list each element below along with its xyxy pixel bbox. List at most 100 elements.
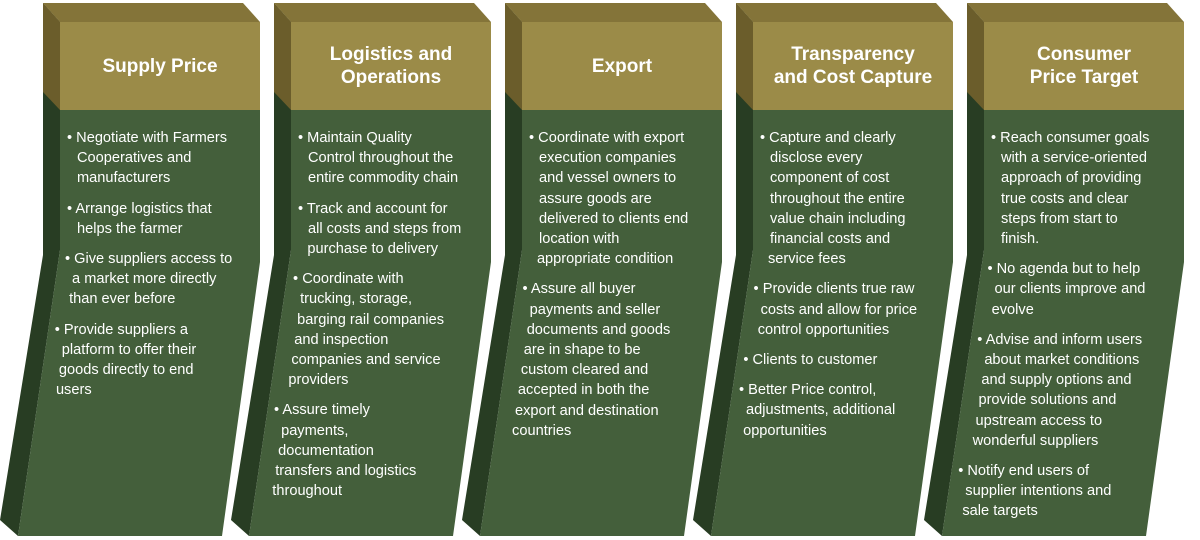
- bullet-text-line: adjustments, additional: [746, 402, 896, 419]
- bullet-text-line: entire commodity chain: [308, 170, 459, 187]
- bullet-text-line: platform to offer their: [61, 341, 197, 358]
- bullet-text-line: execution companies: [539, 150, 677, 167]
- column-side-header: [43, 3, 60, 110]
- bullet-text-line: a market more directly: [72, 271, 217, 288]
- column-side-face: [0, 3, 60, 536]
- column-title-line: Logistics and: [329, 44, 453, 65]
- bullet-text-line: about market conditions: [984, 352, 1140, 369]
- bullet-text-line: throughout the entire: [770, 190, 905, 207]
- bullet-text-line: • Assure all buyer: [522, 281, 636, 298]
- bullet-text-line: • Provide suppliers a: [54, 321, 188, 338]
- column-title-line: Export: [591, 55, 653, 77]
- column-title: Export: [522, 22, 722, 110]
- bullet-text-line: and supply options and: [981, 372, 1132, 389]
- bullet-item: • Clients to customer: [736, 350, 976, 370]
- bullet-text-line: Cooperatives and: [77, 150, 192, 167]
- bullet-text-line: value chain including: [770, 210, 906, 227]
- bullet-text-line: companies and service: [291, 352, 441, 369]
- bullet-text-line: costs and allow for price: [760, 301, 918, 318]
- bullet-text-line: • Capture and clearly: [760, 130, 896, 146]
- column-top-face: [967, 3, 1184, 22]
- bullet-text-line: Control throughout the: [308, 150, 454, 167]
- bullet-text-line: • Negotiate with Farmers: [67, 130, 228, 146]
- column-side-face: [462, 3, 522, 536]
- bullet-text-line: documents and goods: [526, 321, 671, 338]
- column-title-line: Price Target: [1029, 67, 1139, 88]
- bullet-text-line: steps from start to: [1001, 210, 1118, 227]
- bullet-text-line: payments and seller: [529, 301, 661, 318]
- column-title-line: Transparency: [791, 44, 915, 65]
- bullet-text-line: disclose every: [770, 150, 863, 167]
- bullet-text-line: assure goods are: [539, 190, 652, 207]
- bullet-item: • Provide clients true raw costs and allo…: [736, 279, 976, 340]
- bullet-text-line: goods directly to end: [58, 362, 194, 379]
- bullet-text-line: component of cost: [770, 170, 890, 187]
- bullet-text-line: and inspection: [294, 331, 389, 348]
- bullet-text-line: delivered to clients end: [539, 210, 689, 227]
- column-side-face: [924, 3, 984, 536]
- bullet-text-line: all costs and steps from: [308, 220, 462, 237]
- bullet-text-line: • Provide clients true raw: [753, 281, 915, 298]
- bullet-text-line: custom cleared and: [520, 362, 649, 379]
- bullet-text-line: payments,: [281, 422, 349, 439]
- bullet-item: • Reach consumer goals with a service-ori…: [967, 128, 1200, 249]
- bullet-item: • Provide suppliers a platform to offer t…: [43, 320, 283, 401]
- bullet-text-line: opportunities: [743, 422, 827, 439]
- bullet-text-line: manufacturers: [77, 170, 171, 187]
- column-title: Supply Price: [60, 22, 260, 110]
- column-title-line: Operations: [340, 67, 442, 88]
- bullet-text-line: upstream access to: [975, 412, 1103, 429]
- bullet-text-line: with a service-oriented: [1001, 150, 1148, 167]
- bullet-text-line: • Reach consumer goals: [991, 130, 1150, 146]
- bullet-text-line: • Coordinate with: [293, 271, 404, 288]
- bullet-text-line: • Clients to customer: [743, 352, 878, 369]
- bullet-text-line: transfers and logistics: [275, 463, 417, 480]
- column-side-face: [231, 3, 291, 536]
- bullet-item: • Capture and clearly disclose every compo…: [736, 128, 976, 269]
- bullet-text-line: sale targets: [962, 503, 1038, 520]
- column-side-header: [967, 3, 984, 110]
- bullet-text-line: location with: [539, 231, 620, 248]
- bullet-text-line: • Assure timely: [274, 402, 370, 419]
- bullet-text-line: purchase to delivery: [307, 241, 439, 258]
- bullet-text-line: barging rail companies: [297, 311, 445, 328]
- bullet-text-line: • No agenda but to help: [987, 261, 1141, 278]
- bullet-list: • Capture and clearly disclose every compo…: [736, 128, 976, 451]
- bullet-item: • Assure all buyer payments and seller doc…: [505, 279, 745, 441]
- bullet-text-line: trucking, storage,: [300, 291, 413, 308]
- column-export: Export • Coordinate with export execution …: [462, 0, 765, 540]
- column-title-line: and Cost Capture: [773, 67, 933, 88]
- column-shape: [231, 3, 491, 536]
- column-side-face: [693, 3, 753, 536]
- bullet-item: • No agenda but to help our clients impro…: [967, 259, 1200, 320]
- column-title-line: Consumer: [1037, 44, 1131, 65]
- bullet-text-line: our clients improve and: [994, 281, 1146, 298]
- column-side-header: [274, 3, 291, 110]
- column-header-band: [984, 22, 1184, 110]
- bullet-text-line: helps the farmer: [77, 220, 183, 237]
- bullet-text-line: • Coordinate with export: [529, 130, 685, 146]
- bullet-text-line: • Maintain Quality: [298, 130, 412, 146]
- column-title-line: Supply Price: [102, 55, 218, 77]
- bullet-text-line: evolve: [991, 301, 1034, 318]
- column-top-face: [736, 3, 953, 22]
- column-top-face: [505, 3, 722, 22]
- column-header-band: [753, 22, 953, 110]
- bullet-text-line: approach of providing: [1001, 170, 1142, 187]
- bullet-text-line: and vessel owners to: [539, 170, 677, 187]
- bullet-text-line: users: [55, 382, 92, 399]
- bullet-text-line: wonderful suppliers: [972, 432, 1099, 449]
- column-front-face: [711, 110, 953, 536]
